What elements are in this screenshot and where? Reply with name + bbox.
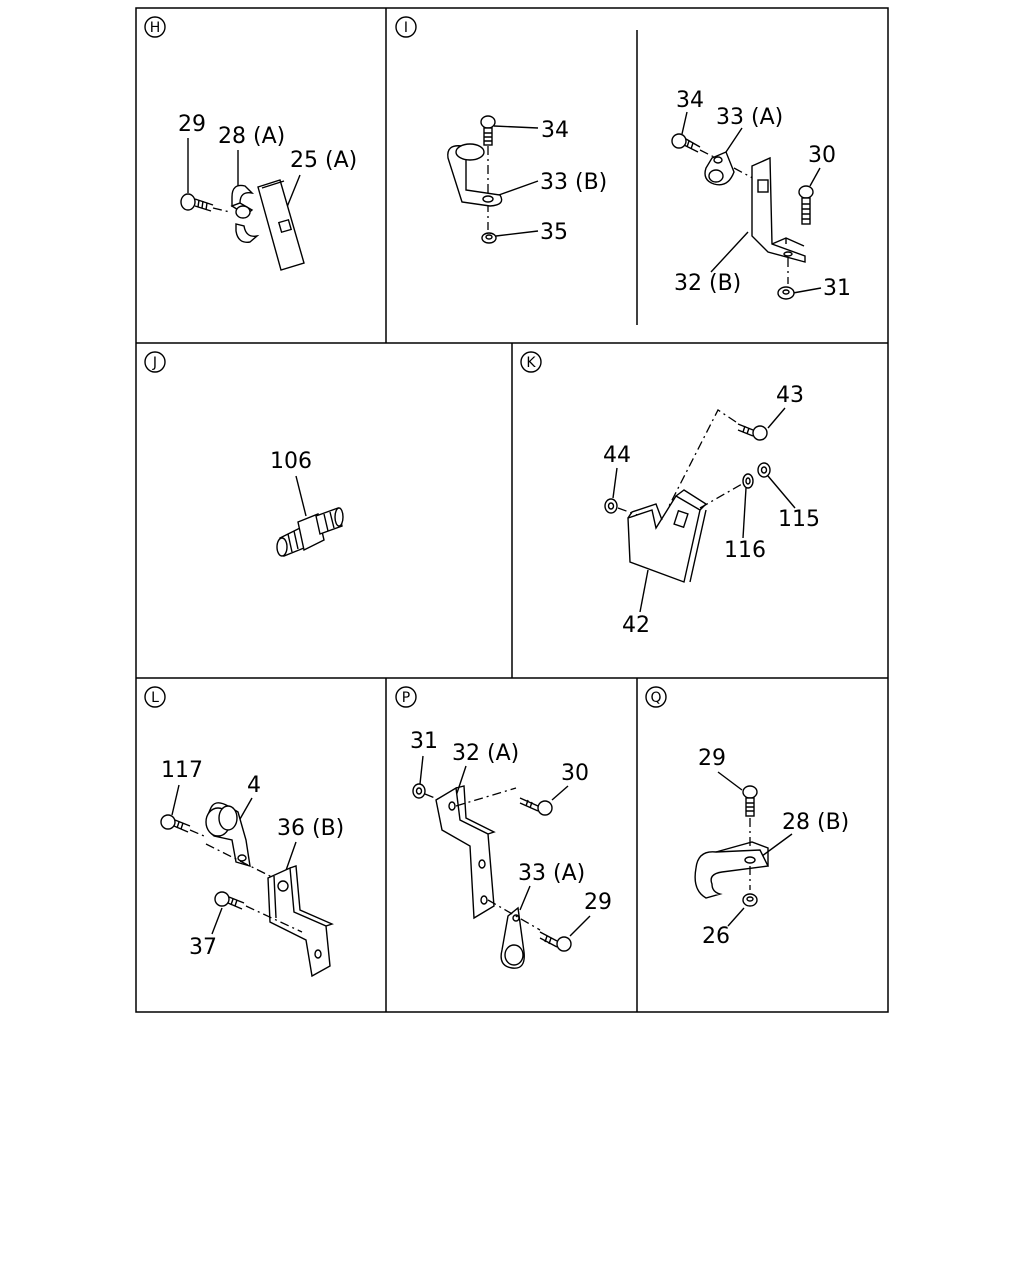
bolt-34-b-part [671,133,701,153]
label-4: 4 [247,773,261,798]
clamp-33a-part [704,151,735,186]
bolt-29-part [180,193,214,212]
nut-31-p-part [412,783,426,799]
label-33a-p: 33 (A) [518,861,585,886]
bolt-30-p-part [519,797,553,816]
bolt-29-q-part [742,785,758,817]
panel-p-letter: P [402,690,410,706]
panel-k-letter: K [526,355,536,371]
label-34-b: 34 [676,88,704,113]
nut-26-part [742,893,758,907]
panel-q: Q 29 28 (B) 26 [645,686,849,949]
label-42: 42 [622,613,650,638]
bracket-32b-part [751,156,806,263]
panel-l: L 117 4 36 (B) 37 [144,686,344,978]
label-33a: 33 (A) [716,105,783,130]
panel-j: J 106 [144,351,344,557]
clamp-28b-part [694,841,770,899]
grommet-4-part [205,802,251,867]
label-29-q: 29 [698,746,726,771]
panel-grid [135,7,889,1013]
bolt-37-part [214,891,245,910]
label-106: 106 [270,449,312,474]
label-115: 115 [778,507,820,532]
label-26: 26 [702,924,730,949]
nut-35-part [481,232,497,244]
panel-p: P 31 32 (A) 30 33 (A) 29 [395,686,612,969]
label-33b: 33 (B) [540,170,607,195]
label-116: 116 [724,538,766,563]
clamp-33b-part [447,143,503,207]
label-31: 31 [823,276,851,301]
label-25a: 25 (A) [290,148,357,173]
label-31-p: 31 [410,729,438,754]
label-117: 117 [161,758,203,783]
label-44: 44 [603,443,631,468]
panel-j-letter: J [152,355,157,371]
bolt-29-p-part [539,931,572,952]
bolt-30-part [798,185,814,225]
plate-25a-part [257,179,305,271]
label-32a: 32 (A) [452,741,519,766]
label-32b: 32 (B) [674,271,741,296]
label-37: 37 [189,935,217,960]
panel-i-letter: I [404,20,408,36]
bracket-36b-part [267,865,334,978]
label-43: 43 [776,383,804,408]
bolt-43-part [737,423,768,441]
label-30-p: 30 [561,761,589,786]
label-28a: 28 (A) [218,124,285,149]
panel-h: H 29 28 (A) 25 (A) [144,16,357,271]
label-29: 29 [178,112,206,137]
panel-q-letter: Q [650,690,661,706]
connector-106-part [276,507,344,557]
panel-i: I 34 33 (B) 35 34 33 (A) 30 32 (B) 31 [395,16,851,325]
bracket-32a-part [435,785,496,920]
label-36b: 36 (B) [277,816,344,841]
nut-115-part [757,462,771,478]
washer-116-part [742,473,754,489]
bolt-34-part [480,115,496,146]
panel-k: K 43 44 115 116 42 [520,351,820,638]
bracket-42-part [627,489,708,583]
nut-31-part [777,286,795,300]
label-34: 34 [541,118,569,143]
label-35: 35 [540,220,568,245]
panel-h-letter: H [150,20,161,36]
clamp-33a-p-part [500,906,525,969]
label-29-p: 29 [584,890,612,915]
label-30: 30 [808,143,836,168]
panel-l-letter: L [151,690,159,706]
nut-44-part [604,498,618,514]
bolt-117-part [160,814,191,833]
label-28b: 28 (B) [782,810,849,835]
clip-28a-part [230,184,260,243]
